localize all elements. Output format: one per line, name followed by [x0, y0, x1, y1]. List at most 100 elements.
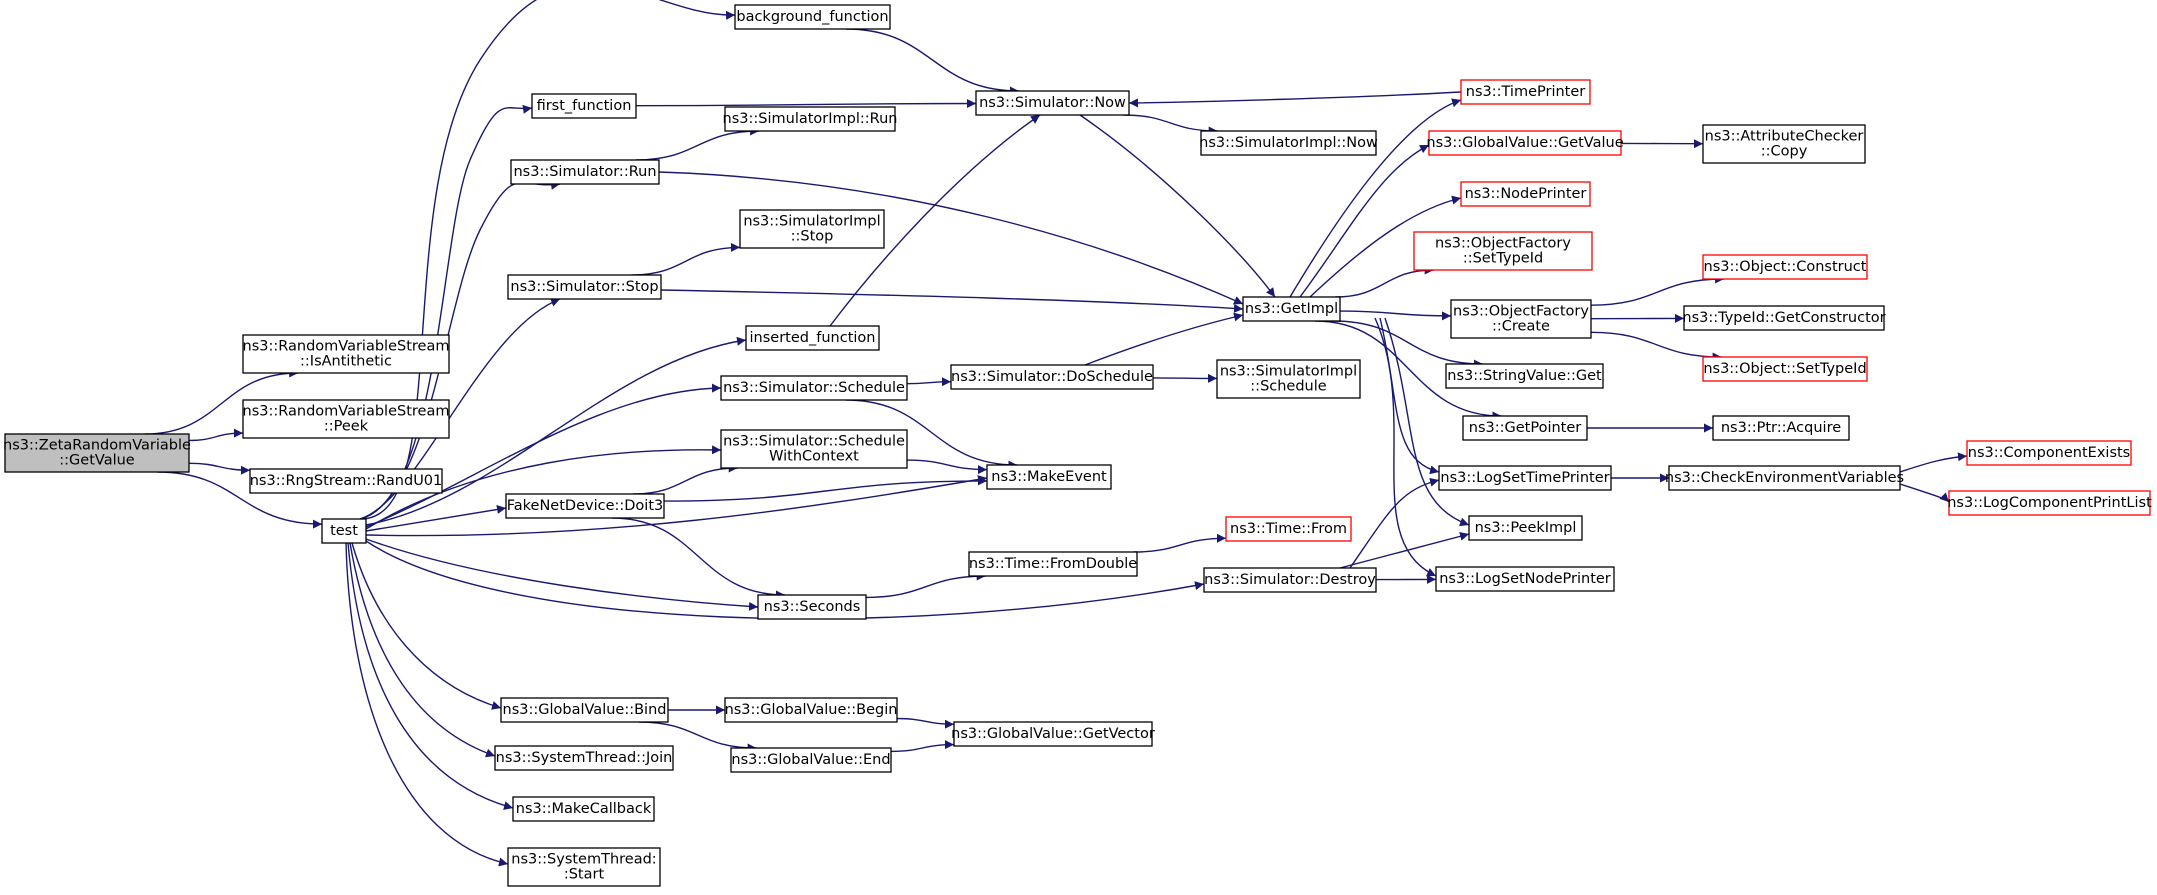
node-box [720, 429, 908, 469]
node-gvEnd[interactable]: ns3::GlobalValue::End [730, 747, 892, 773]
node-box [739, 209, 885, 249]
node-label: ns3::Simulator::Destroy [1204, 572, 1376, 588]
node-getImpl[interactable]: ns3::GetImpl [1242, 296, 1341, 322]
edge-simNow-to-simImplNow [1123, 114, 1218, 136]
node-ofCreate[interactable]: ns3::ObjectFactory::Create [1450, 299, 1592, 339]
node-peek[interactable]: ns3::RandomVariableStream::Peek [242, 399, 450, 439]
node-label: ns3::ComponentExists [1968, 445, 2131, 461]
node-box [1966, 440, 2132, 466]
node-isAntithetic[interactable]: ns3::RandomVariableStream::IsAntithetic [242, 334, 450, 374]
edge-root-to-test [157, 471, 323, 529]
edge-simRun-to-getImpl [658, 171, 1244, 305]
node-simRun[interactable]: ns3::Simulator::Run [510, 159, 660, 185]
edge-simScheduleWithContext-to-makeEvent [906, 459, 988, 475]
node-simImplSchedule[interactable]: ns3::SimulatorImpl::Schedule [1216, 359, 1361, 399]
node-box [4, 433, 190, 473]
node-simDestroy[interactable]: ns3::Simulator::Destroy [1203, 567, 1377, 593]
node-test[interactable]: test [321, 518, 367, 544]
node-gvGetVector[interactable]: ns3::GlobalValue::GetVector [951, 721, 1155, 747]
edge-simStop-to-getImpl [660, 289, 1244, 313]
node-label: WithContext [769, 449, 859, 465]
node-box [1462, 415, 1588, 441]
node-ptrAcquire[interactable]: ns3::Ptr::Acquire [1712, 415, 1850, 441]
node-label: ns3::GlobalValue::Begin [725, 702, 898, 718]
node-label: ns3::Object::SetTypeId [1703, 361, 1866, 377]
node-gvBind[interactable]: ns3::GlobalValue::Bind [500, 697, 669, 723]
node-first_function[interactable]: first_function [531, 93, 637, 119]
node-makeEvent[interactable]: ns3::MakeEvent [986, 464, 1112, 490]
node-doit3[interactable]: FakeNetDevice::Doit3 [505, 493, 665, 519]
node-ofSetTypeId[interactable]: ns3::ObjectFactory::SetTypeId [1413, 231, 1593, 271]
edge-test-to-simStop [359, 298, 561, 520]
node-tidGetConstructor[interactable]: ns3::TypeId::GetConstructor [1682, 305, 1886, 331]
node-label: ns3::LogSetTimePrinter [1440, 470, 1609, 486]
node-simStop[interactable]: ns3::Simulator::Stop [507, 274, 662, 300]
node-simNow[interactable]: ns3::Simulator::Now [975, 90, 1130, 116]
node-objSetTypeId[interactable]: ns3::Object::SetTypeId [1702, 356, 1868, 382]
edge-ofCreate-to-objSetTypeId [1590, 331, 1722, 362]
node-componentExists[interactable]: ns3::ComponentExists [1966, 440, 2132, 466]
node-gvBegin[interactable]: ns3::GlobalValue::Begin [724, 697, 898, 723]
node-label: ns3::Simulator::Now [979, 95, 1126, 111]
node-randU01[interactable]: ns3::RngStream::RandU01 [249, 468, 443, 494]
node-label: inserted_function [750, 330, 876, 346]
node-checkEnv[interactable]: ns3::CheckEnvironmentVariables [1665, 465, 1904, 491]
edge-simSchedule-to-doSchedule [906, 377, 952, 387]
node-peekImpl[interactable]: ns3::PeekImpl [1468, 515, 1583, 541]
node-box [1468, 515, 1583, 541]
node-makeCallback[interactable]: ns3::MakeCallback [512, 796, 655, 822]
node-logSetTimePrinter[interactable]: ns3::LogSetTimePrinter [1438, 465, 1612, 491]
node-label: ns3::AttributeChecker [1705, 129, 1864, 145]
node-timePrinter[interactable]: ns3::TimePrinter [1460, 79, 1591, 105]
node-inserted_function[interactable]: inserted_function [745, 325, 880, 351]
node-logCompPrintList[interactable]: ns3::LogComponentPrintList [1947, 490, 2152, 516]
node-svGet[interactable]: ns3::StringValue::Get [1445, 363, 1604, 389]
node-gvGetValue[interactable]: ns3::GlobalValue::GetValue [1426, 130, 1624, 156]
node-logSetNodePrinter[interactable]: ns3::LogSetNodePrinter [1435, 566, 1615, 592]
node-box [321, 518, 367, 544]
node-label: ns3::StringValue::Get [1447, 368, 1602, 384]
node-label: ns3::GetImpl [1245, 301, 1338, 317]
node-box [1413, 231, 1593, 271]
node-background_function[interactable]: background_function [734, 4, 891, 30]
node-nodePrinter[interactable]: ns3::NodePrinter [1460, 181, 1591, 207]
edge-seconds-to-timeFromDouble [865, 571, 986, 599]
node-box [500, 697, 669, 723]
node-label: ns3::GlobalValue::GetVector [951, 726, 1155, 742]
node-box [1948, 490, 2151, 516]
node-doSchedule[interactable]: ns3::Simulator::DoSchedule [950, 364, 1154, 390]
node-simImplRun[interactable]: ns3::SimulatorImpl::Run [723, 106, 898, 132]
edge-background_function-to-simNow [845, 28, 1020, 96]
node-simImplStop[interactable]: ns3::SimulatorImpl::Stop [739, 209, 885, 249]
node-label: ns3::MakeCallback [516, 801, 652, 817]
edge-getImpl-to-ofCreate [1339, 310, 1452, 321]
node-label: ns3::Time::From [1230, 521, 1347, 537]
node-box [1200, 130, 1377, 156]
edge-getImpl-to-peekImpl [1384, 317, 1470, 527]
node-stStart[interactable]: ns3::SystemThread::Start [507, 847, 661, 887]
node-root[interactable]: ns3::ZetaRandomVariable::GetValue [3, 433, 191, 473]
node-label: background_function [736, 9, 888, 25]
node-acCopy[interactable]: ns3::AttributeChecker::Copy [1702, 124, 1866, 164]
node-stJoin[interactable]: ns3::SystemThread::Join [494, 745, 674, 771]
edge-checkEnv-to-logCompPrintList [1899, 483, 1950, 503]
node-getPointer[interactable]: ns3::GetPointer [1462, 415, 1588, 441]
node-objConstruct[interactable]: ns3::Object::Construct [1702, 254, 1868, 280]
edge-test-to-background_function [359, 0, 736, 520]
node-box [1702, 356, 1868, 382]
node-box [1225, 516, 1352, 542]
node-simImplNow[interactable]: ns3::SimulatorImpl::Now [1199, 130, 1378, 156]
node-label: ::Create [1492, 319, 1550, 335]
edges-layer [144, 0, 1968, 867]
node-simSchedule[interactable]: ns3::Simulator::Schedule [720, 375, 908, 401]
node-timeFrom[interactable]: ns3::Time::From [1225, 516, 1352, 542]
edge-getImpl-to-logSetNodePrinter [1374, 317, 1437, 577]
node-seconds[interactable]: ns3::Seconds [757, 594, 867, 620]
edge-getImpl-to-timePrinter [1289, 98, 1462, 298]
node-timeFromDouble[interactable]: ns3::Time::FromDouble [968, 551, 1138, 577]
node-label: ns3::LogComponentPrintList [1947, 495, 2152, 511]
edge-gvEnd-to-gvGetVector [890, 740, 955, 753]
edge-test-to-gvBind [351, 542, 502, 710]
edge-gvBind-to-gvEnd [638, 721, 757, 753]
